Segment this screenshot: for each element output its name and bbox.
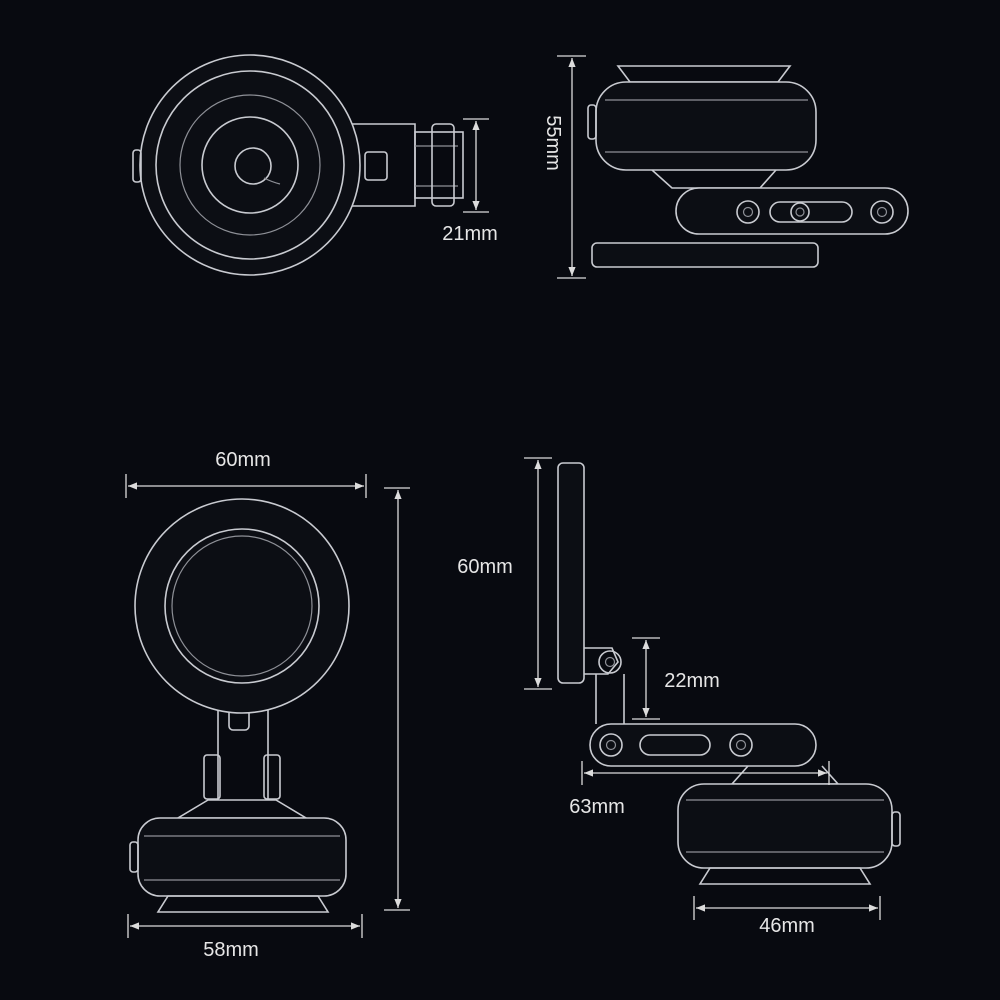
label-front-width: 60mm: [215, 449, 271, 471]
top-view: [132, 54, 464, 276]
side-view-bottom: [557, 462, 901, 885]
dim-front-base-width: 58mm: [127, 914, 363, 961]
dim-side-total-height: 55mm: [542, 55, 586, 279]
label-side-total-height: 55mm: [542, 115, 564, 171]
dim-side-base-width: 46mm: [693, 896, 881, 937]
dim-front-height: [384, 487, 410, 911]
side-view-top: [587, 65, 909, 268]
label-front-base-width: 58mm: [203, 939, 259, 961]
label-side-mirror-height: 60mm: [457, 556, 513, 578]
dim-side-mirror-height: 60mm: [457, 457, 552, 690]
front-view: [129, 498, 350, 913]
dim-side-arm-length: 63mm: [569, 761, 830, 818]
label-side-arm-length: 63mm: [569, 796, 625, 818]
dim-top-arm-height: 21mm: [442, 118, 498, 245]
dim-side-joint-height: 22mm: [632, 637, 720, 720]
label-side-joint-height: 22mm: [664, 670, 720, 692]
label-side-base-width: 46mm: [759, 915, 815, 937]
dim-front-width: 60mm: [125, 449, 367, 498]
label-top-arm-height: 21mm: [442, 223, 498, 245]
